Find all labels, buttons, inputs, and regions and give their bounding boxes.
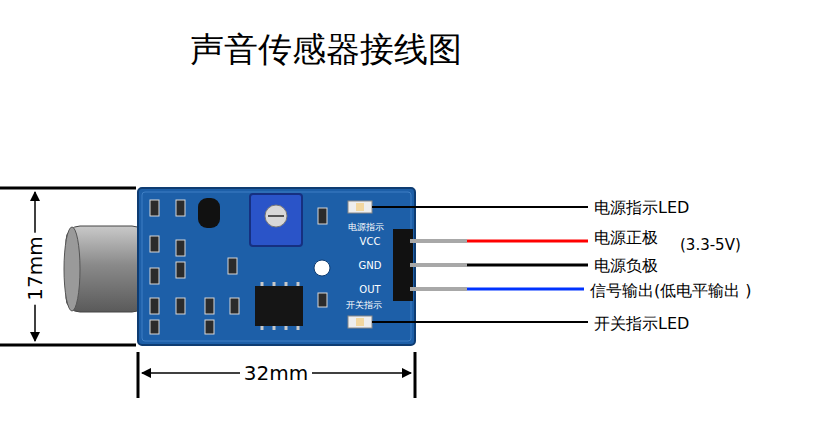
pcb-edge [142, 192, 411, 341]
extension-line [414, 352, 417, 398]
leader-line [372, 321, 588, 323]
voltage-label: (3.3-5V) [680, 237, 741, 254]
pin-name: OUT [359, 284, 380, 296]
dimension-label: 17mm [24, 232, 47, 304]
microphone-face [64, 227, 80, 311]
power-led [348, 201, 372, 213]
potentiometer [250, 194, 302, 246]
pin-label: 信号输出(低电平输出 ) [590, 282, 752, 300]
pin-label: 电源负极 [594, 257, 658, 275]
dimension-label: 32mm [240, 362, 312, 385]
silkscreen-label: 开关指示 [346, 300, 382, 310]
transistor [198, 198, 220, 228]
extension-line [137, 352, 140, 398]
potentiometer-slot [268, 215, 284, 217]
out-wire [467, 288, 584, 291]
silkscreen-label: 电源指示 [348, 222, 384, 232]
power-led-die [356, 203, 364, 211]
vcc-wire [467, 240, 588, 243]
ic-pins [262, 282, 298, 330]
title: 声音传感器接线图 [190, 30, 462, 69]
potentiometer-screw [265, 205, 287, 227]
extension-line [0, 187, 136, 190]
extension-line [0, 344, 136, 347]
switch-led-die [356, 318, 364, 326]
pin-name: GND [359, 260, 382, 272]
switch-led [348, 316, 372, 328]
part-label: 电源指示LED [594, 199, 689, 217]
gnd-wire [467, 264, 588, 267]
mounting-hole [314, 260, 330, 276]
leader-line [372, 206, 588, 208]
ic-chip [255, 286, 303, 326]
part-label: 开关指示LED [594, 315, 689, 333]
header-pins [410, 241, 467, 289]
pin-label: 电源正极 [594, 229, 658, 247]
pin-name: VCC [360, 236, 381, 248]
